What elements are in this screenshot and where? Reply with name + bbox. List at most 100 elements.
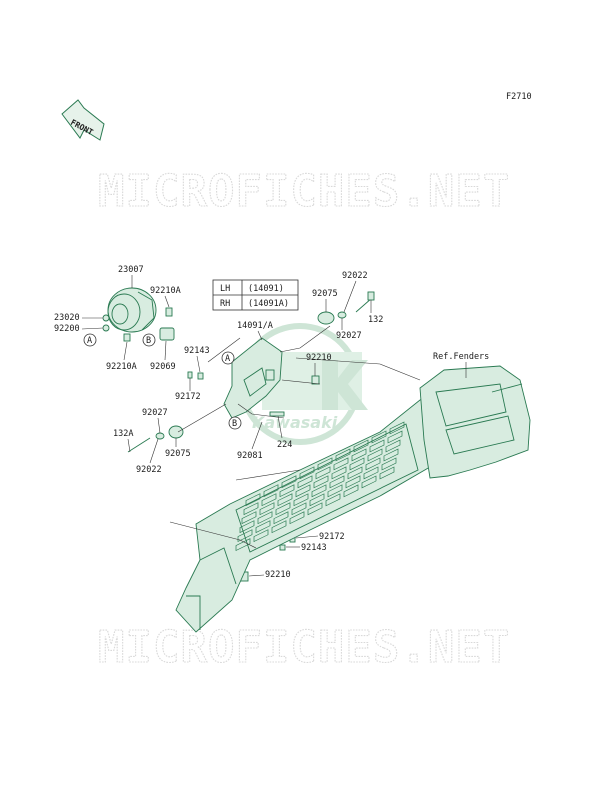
grille-slat (317, 457, 333, 471)
grille-slat (259, 502, 275, 516)
guard-bracket (223, 337, 320, 419)
headlight-assembly (102, 287, 175, 342)
part-label-92172: 92172 (319, 532, 345, 542)
table-row-side: RH (220, 299, 230, 309)
part-label-92022: 92022 (342, 271, 368, 281)
part-label-132: 132 (368, 315, 383, 325)
grille-slat (261, 493, 277, 507)
grille-slat (289, 511, 305, 525)
part-labels: 23007 92210A 23020 92200 92210A 92069 92… (54, 265, 383, 580)
grille-panel (175, 391, 447, 633)
grille-slat (369, 439, 385, 453)
grille-slat (361, 475, 377, 489)
svg-text:A: A (87, 336, 92, 346)
grille-slat (353, 439, 369, 453)
grille-slat (335, 448, 351, 462)
grille-slat (379, 466, 395, 480)
grille-slat (327, 484, 343, 498)
part-label-224: 224 (277, 440, 292, 450)
logo-text: Kawasaki (252, 413, 338, 432)
watermark-top: MICROFICHES.NET (98, 166, 510, 217)
part-label-92210: 92210 (265, 570, 291, 580)
grille-slat (309, 493, 325, 507)
callout-a-left: A (83, 333, 97, 347)
grille-slat (363, 466, 379, 480)
grille-slat (349, 457, 365, 471)
part-label-92027: 92027 (336, 331, 362, 341)
part-label-92143: 92143 (184, 346, 210, 356)
part-label-92022: 92022 (136, 465, 162, 475)
grille-slat (389, 421, 405, 435)
grille-slat (297, 475, 313, 489)
grille-slat (255, 520, 271, 534)
grille-slat (315, 466, 331, 480)
grille-slat (253, 529, 269, 543)
part-label-132a: 132A (113, 429, 133, 439)
grille-slat (343, 484, 359, 498)
grille-slat (299, 466, 315, 480)
grille-slat (313, 475, 329, 489)
grille-slat (365, 457, 381, 471)
grille-slat (385, 439, 401, 453)
grille-slat (273, 511, 289, 525)
ref-fenders-note: Ref.Fenders (433, 352, 489, 362)
table-row-side: LH (220, 284, 230, 294)
grille-slat (383, 448, 399, 462)
part-label-23020: 23020 (54, 313, 80, 323)
grille-slat (257, 511, 273, 525)
grille-slat (293, 493, 309, 507)
grille-slat (333, 457, 349, 471)
part-label-92210a: 92210A (106, 362, 137, 372)
part-label-92143: 92143 (301, 543, 327, 553)
grille-slat (245, 493, 261, 507)
grille-slat (295, 484, 311, 498)
grille-slat (277, 493, 293, 507)
grille-slat (281, 475, 297, 489)
grille-slat (235, 538, 251, 552)
part-label-92210: 92210 (306, 353, 332, 363)
callout-a-right: A (221, 351, 235, 365)
callout-b-left: B (142, 333, 156, 347)
part-label-92075: 92075 (165, 449, 191, 459)
svg-text:A: A (225, 354, 230, 364)
grille-slat (239, 520, 255, 534)
part-label-92210a: 92210A (150, 286, 181, 296)
watermark-bottom: MICROFICHES.NET (98, 622, 510, 673)
grille-slat (263, 484, 279, 498)
part-label-92172: 92172 (175, 392, 201, 402)
grille-slat (275, 502, 291, 516)
grille-slat (381, 457, 397, 471)
grille-slat (279, 484, 295, 498)
part-label-92075: 92075 (312, 289, 338, 299)
table-row-part: (14091) (248, 284, 284, 294)
part-label-23007: 23007 (118, 265, 144, 275)
part-label-92081: 92081 (237, 451, 263, 461)
part-label-92200: 92200 (54, 324, 80, 334)
svg-text:B: B (146, 336, 151, 346)
grille-slat (347, 466, 363, 480)
part-label-92027: 92027 (142, 408, 168, 418)
fender-piece (419, 365, 531, 479)
grille-slat (387, 430, 403, 444)
part-label-92069: 92069 (150, 362, 176, 372)
part-label-14091a: 14091/A (237, 321, 273, 331)
front-arrow-icon: FRONT (61, 99, 105, 141)
figure-code: F2710 (506, 92, 532, 102)
grille-slat (291, 502, 307, 516)
svg-text:B: B (232, 419, 237, 429)
grille-slat (243, 502, 259, 516)
grille-slat (329, 475, 345, 489)
grille-slat (271, 520, 287, 534)
grille-slat (311, 484, 327, 498)
reference-lines (169, 325, 421, 549)
grille-slat (345, 475, 361, 489)
side-part-table: LH (14091) RH (14091A) (212, 279, 299, 311)
callout-b-right: B (228, 416, 242, 430)
grille-slat (237, 529, 253, 543)
grille-slat (351, 448, 367, 462)
grille-slat (325, 493, 341, 507)
table-row-part: (14091A) (248, 299, 289, 309)
grille-slat (307, 502, 323, 516)
grille-slat (241, 511, 257, 525)
